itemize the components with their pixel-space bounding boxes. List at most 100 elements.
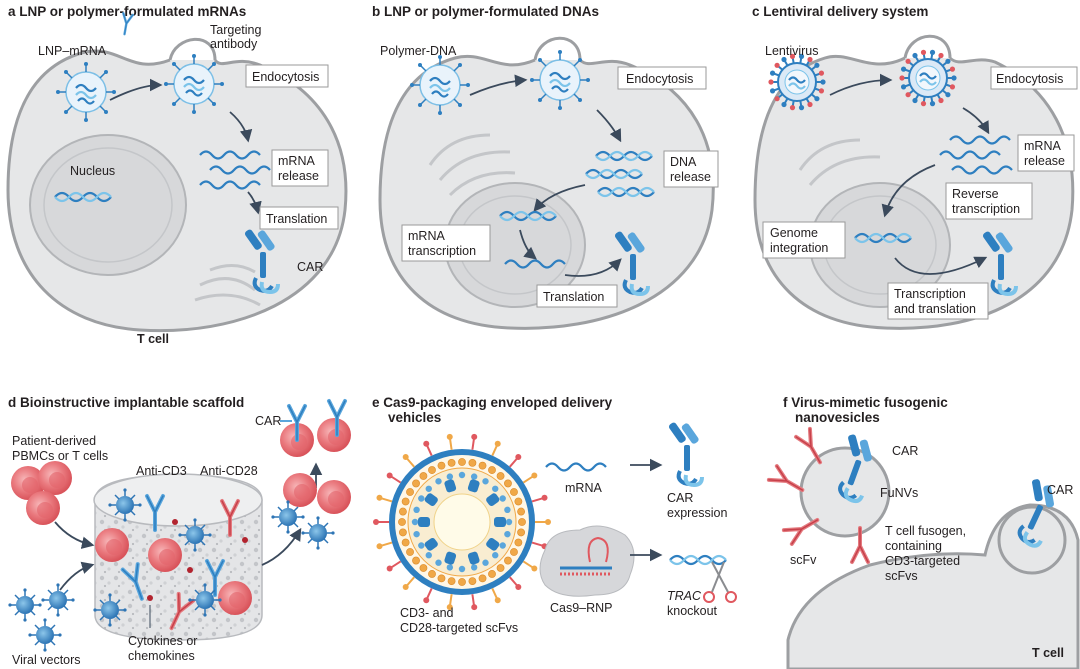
viral-vectors-label: Viral vectors (12, 653, 81, 667)
pbmc-cell-3 (26, 491, 60, 525)
svg-text:Translation: Translation (266, 212, 327, 226)
translation-box-b (536, 284, 618, 308)
endocytosis-box-c (990, 66, 1078, 90)
mrna-release-box-a (271, 149, 329, 187)
out-cell-2 (317, 480, 351, 514)
arrow-d-in-vectors (59, 561, 95, 591)
arrow-c2 (962, 107, 990, 135)
arrow-c1 (829, 73, 893, 96)
panel-c: c Lentiviral delivery system Lentivirus … (752, 4, 1078, 330)
endocytosis-box-b (617, 66, 707, 90)
lnp-mrna-particle (54, 60, 118, 124)
car-label-f1: CAR (892, 444, 918, 458)
nucleus-label: Nucleus (70, 164, 115, 178)
arrow-b5 (564, 258, 622, 277)
scaffold-cell-1 (95, 528, 129, 562)
cytokine-dot-2 (187, 567, 193, 573)
translation-box-a (259, 206, 339, 230)
endocytosis-box-a (245, 64, 329, 88)
scfv-label: scFv (790, 553, 817, 567)
arrow-c3 (881, 164, 936, 218)
vector-virus-2 (40, 582, 76, 618)
cas9-rnp (539, 525, 635, 597)
arrow-c4 (894, 256, 988, 275)
reverse-transcription-box (945, 182, 1033, 220)
arrow-d-in-cells (54, 521, 95, 549)
arrow-a3 (247, 191, 262, 215)
t-cell-label-f: T cell (1032, 646, 1064, 660)
panel-b: b LNP or polymer-formulated DNAs Polymer… (372, 4, 719, 330)
genome-integration-box (762, 221, 846, 259)
funv-label: FuNVs (880, 486, 918, 500)
lentivirus-particle (768, 53, 826, 111)
transcription-translation-box (887, 282, 989, 320)
trac-label: TRAC (667, 589, 702, 603)
anti-cd3-label: Anti-CD3 (136, 464, 187, 478)
polymer-dna-label: Polymer-DNA (380, 44, 457, 58)
panel-a: a LNP or polymer-formulated mRNAs LNP–mR… (6, 4, 348, 346)
lnp-mrna-label: LNP–mRNA (38, 44, 107, 58)
panel-a-title: a LNP or polymer-formulated mRNAs (8, 4, 246, 19)
car-label-f2: CAR (1047, 483, 1073, 497)
anti-cd28-label: Anti-CD28 (200, 464, 258, 478)
polymer-dna-particle (408, 53, 472, 117)
out-virus-2 (300, 515, 336, 551)
nucleus-a (29, 134, 187, 276)
mrna-label-e: mRNA (565, 481, 602, 495)
cytokine-dot-1 (172, 519, 178, 525)
arrow-b4 (519, 229, 537, 260)
mrna-release-box-c (1017, 134, 1075, 172)
svg-text:Translation: Translation (543, 290, 604, 304)
arrow-b1 (469, 74, 528, 96)
knockout-label: knockout (667, 604, 718, 618)
scissors-icon (703, 561, 737, 603)
svg-text:Endocytosis: Endocytosis (252, 70, 319, 84)
pbmc-cell-2 (38, 461, 72, 495)
panel-d-title: d Bioinstructive implantable scaffold (8, 395, 244, 410)
vector-virus-1 (7, 587, 43, 623)
panel-b-title: b LNP or polymer-formulated DNAs (372, 4, 599, 19)
panel-d: d Bioinstructive implantable scaffold CA… (7, 395, 351, 667)
endocytosed-lentivirus (899, 49, 957, 107)
car-label-d: CAR (255, 414, 281, 428)
svg-text:Endocytosis: Endocytosis (996, 72, 1063, 86)
t-cell-label-a: T cell (137, 332, 169, 346)
arrow-b3 (533, 184, 586, 212)
vector-virus-3 (27, 617, 63, 653)
lentivirus-label: Lentivirus (765, 44, 819, 58)
car-label-a: CAR (297, 260, 323, 274)
mrna-e (544, 462, 608, 472)
car-icon-e (665, 419, 704, 487)
scaffold-cell-2 (148, 538, 182, 572)
dna-release-box (663, 150, 719, 188)
endocytosed-polymer-dna (528, 48, 592, 112)
trac-dna (668, 554, 728, 566)
cas9-vehicle (373, 433, 551, 611)
arrow-a1 (109, 78, 163, 101)
mrna-transcription-box (401, 224, 491, 262)
car-t-cell-2 (317, 418, 351, 452)
panel-c-title: c Lentiviral delivery system (752, 4, 928, 19)
svg-text:Endocytosis: Endocytosis (626, 72, 693, 86)
cytokine-dot-3 (147, 595, 153, 601)
cas9-rnp-label: Cas9–RNP (550, 601, 613, 615)
arrow-a2 (229, 111, 253, 143)
endocytosed-lnp (162, 52, 226, 116)
